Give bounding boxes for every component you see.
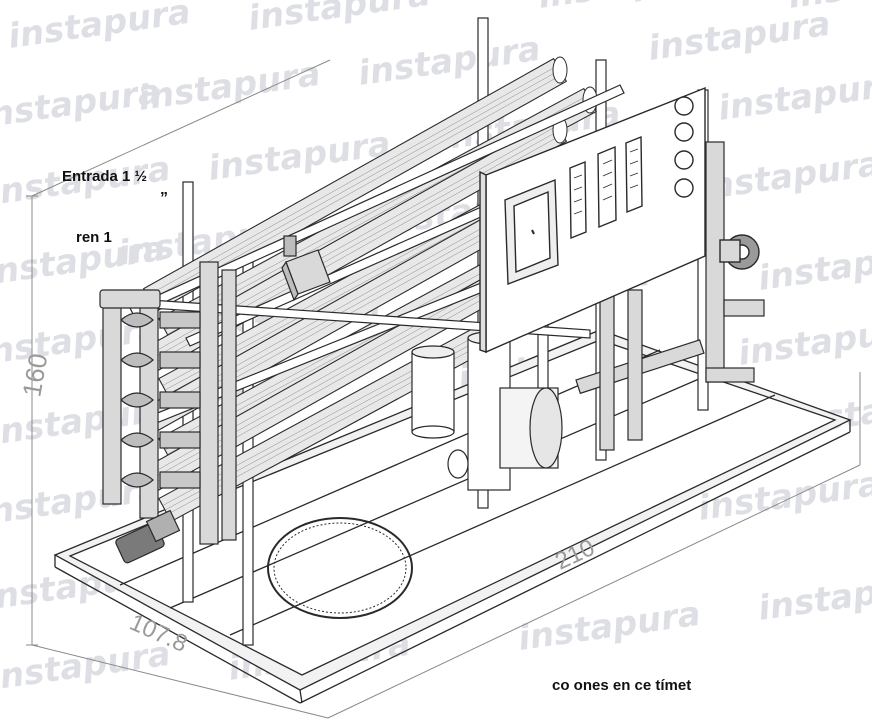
u-bend-connector <box>159 391 201 409</box>
u-bend <box>120 432 154 448</box>
manifold-pipe <box>199 261 219 545</box>
watermark-text: instapura <box>246 0 433 39</box>
inlet-label: Entrada 1 ½ <box>62 168 148 185</box>
height-dimension: 160 <box>16 351 53 399</box>
watermark-text: instapura <box>516 594 703 659</box>
manifold-pipe <box>221 269 237 541</box>
floor-ring <box>267 517 413 619</box>
manifold-pipe <box>102 293 122 505</box>
watermark-text: instapura <box>736 309 872 374</box>
dosing-pump <box>281 235 331 302</box>
watermark-text: instapura <box>756 564 872 629</box>
watermark-text: instapura <box>136 54 323 119</box>
dimensions-note: co ones en ce tímet <box>552 677 692 694</box>
u-bend <box>120 472 154 488</box>
vessel-shading-line <box>147 65 558 296</box>
u-bend-connector <box>159 311 201 329</box>
vessel-end-cap <box>552 56 568 84</box>
u-bend <box>120 392 154 408</box>
watermark-text: instapura <box>6 0 193 57</box>
u-bend <box>120 352 154 368</box>
watermark-text: instapura <box>0 634 173 699</box>
watermark-text: instapura <box>716 64 872 129</box>
left-manifold <box>99 261 237 545</box>
u-bend-connector <box>159 471 201 489</box>
inlet-fitting <box>115 509 181 564</box>
dimension-lines <box>26 59 861 719</box>
right-piping <box>575 141 765 451</box>
manifold-header <box>99 289 161 309</box>
watermark-text: instapura <box>536 0 723 17</box>
drain-label: ren 1 <box>76 229 112 246</box>
u-bend <box>120 312 154 328</box>
inlet-label-quote: ” <box>160 190 168 207</box>
valve-handwheel <box>719 234 760 270</box>
u-bend-connector <box>159 351 201 369</box>
control-panel <box>479 86 706 354</box>
watermark-text: instapura <box>756 234 872 299</box>
base-frame <box>53 329 852 704</box>
u-bend-connector <box>159 431 201 449</box>
watermark-text: instapura <box>646 4 833 69</box>
